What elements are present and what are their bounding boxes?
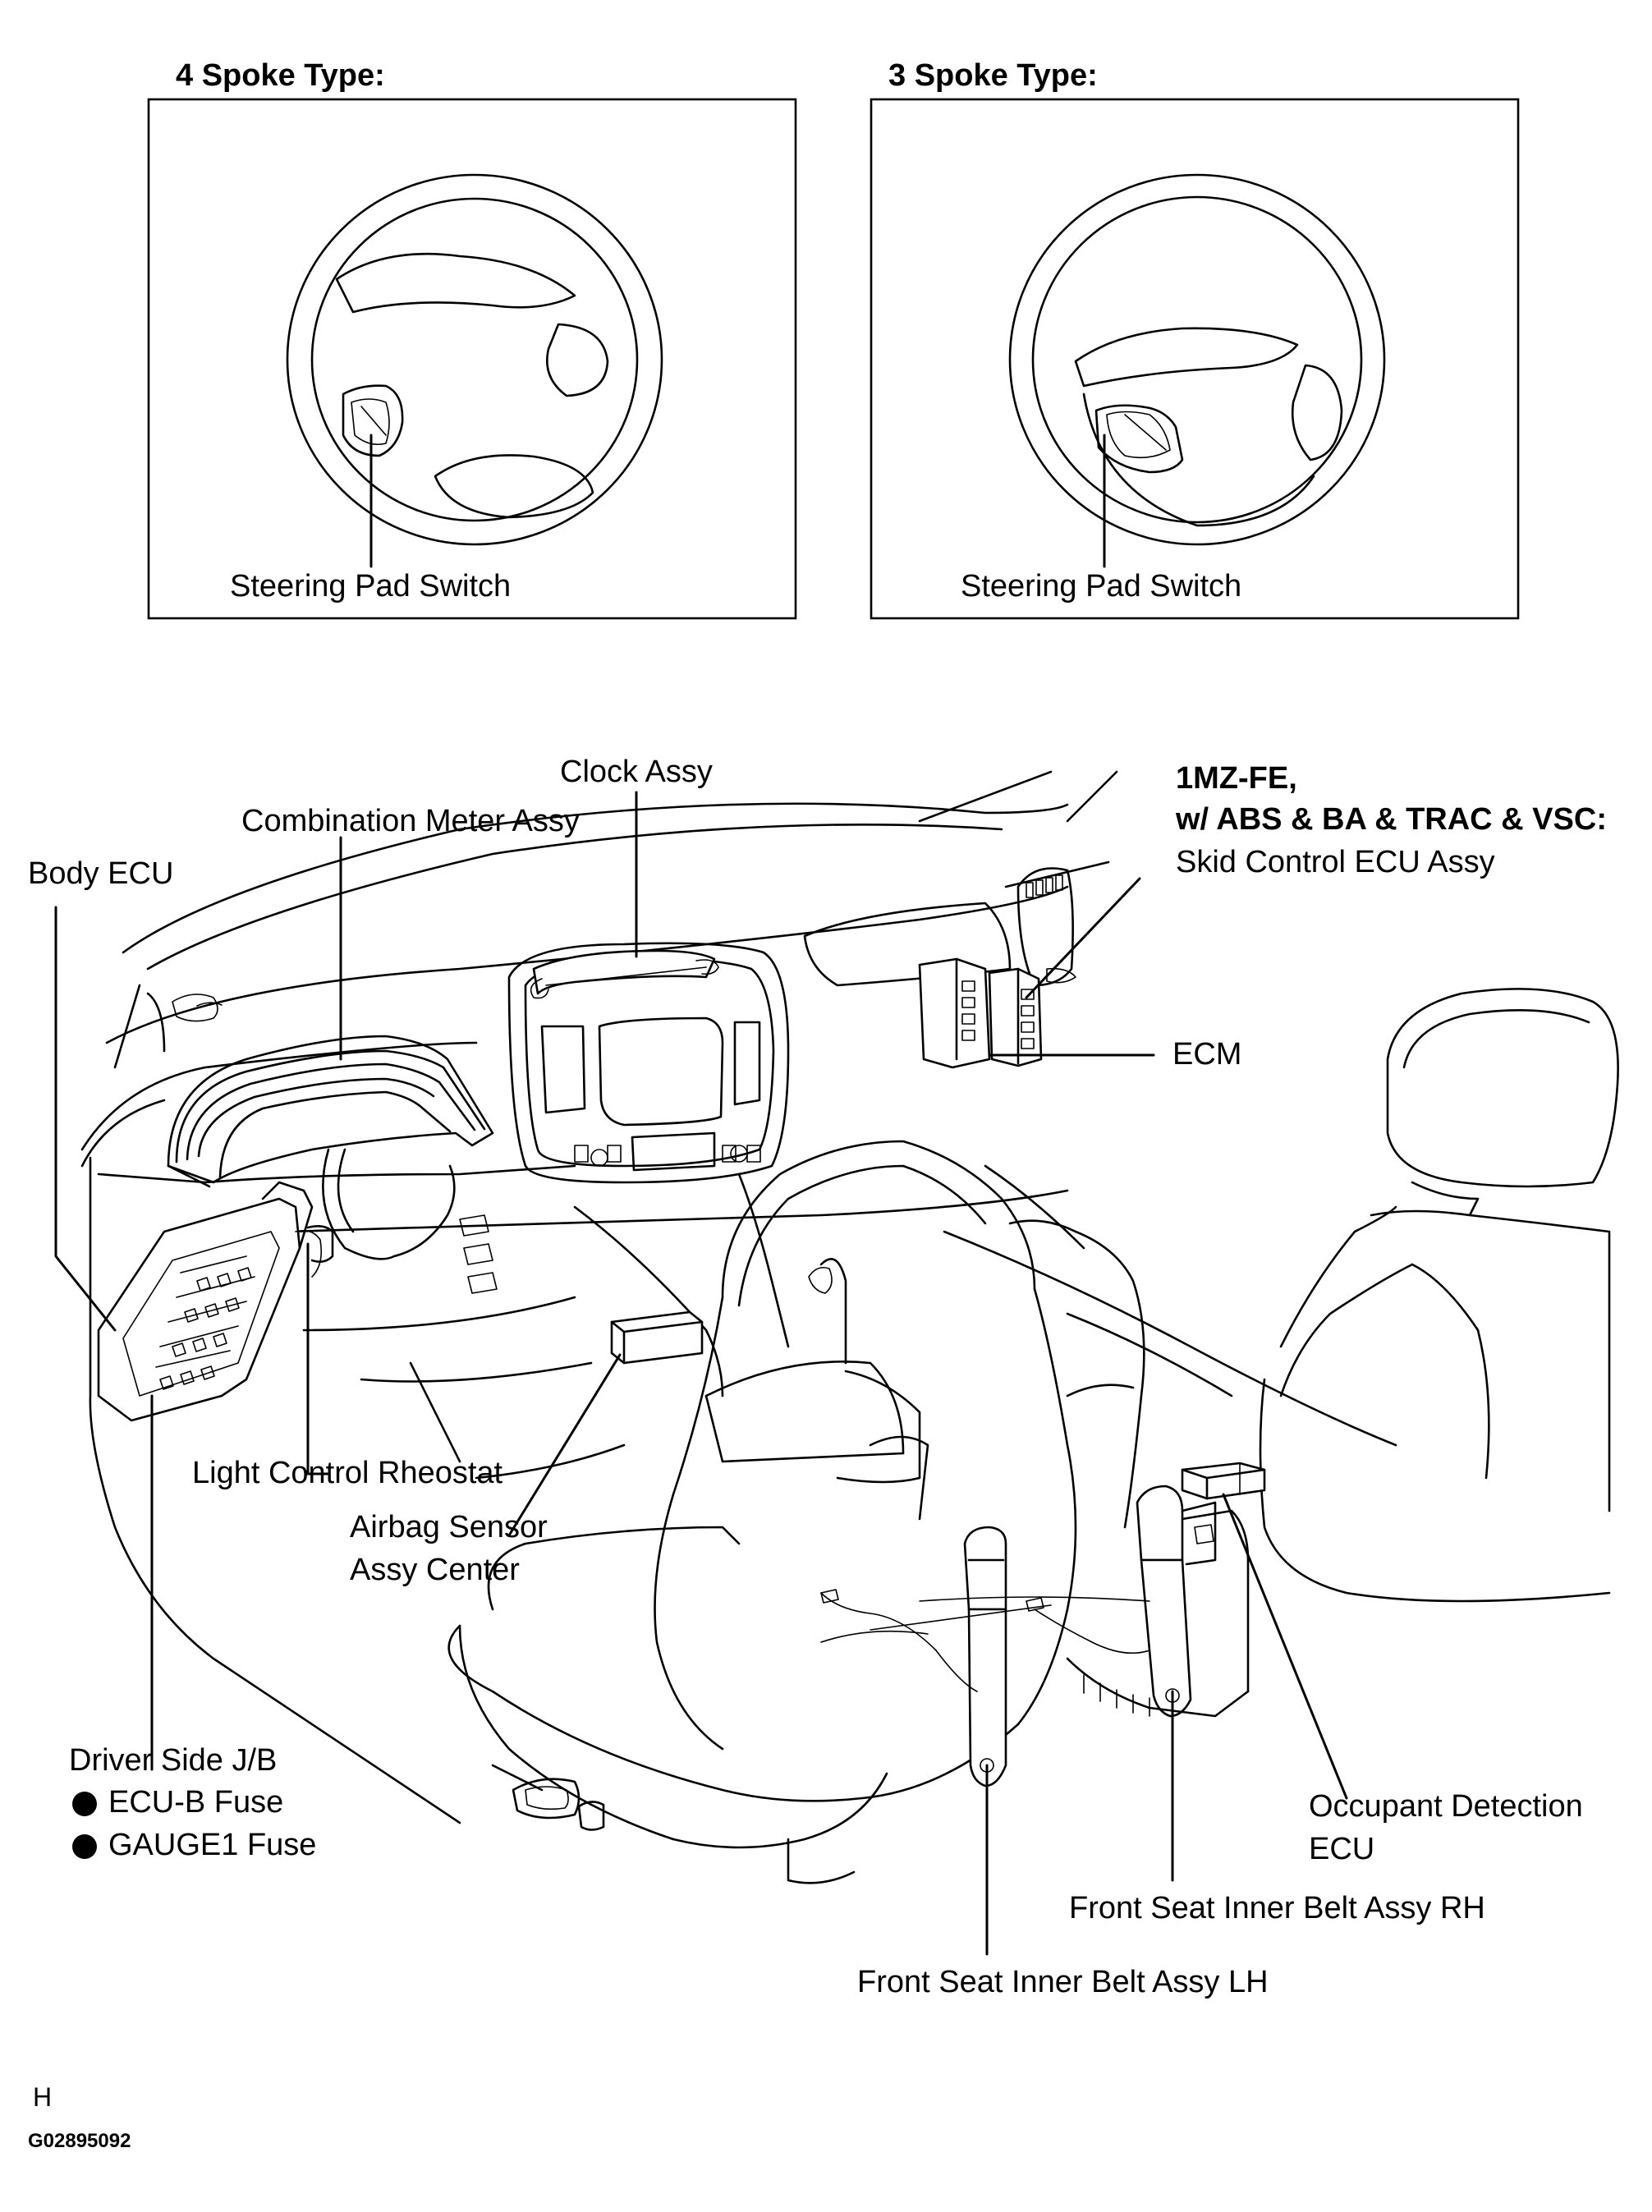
inset-title-3-spoke: 3 Spoke Type: bbox=[888, 58, 1098, 93]
inset-title-4-spoke: 4 Spoke Type: bbox=[176, 58, 385, 93]
inset-frame-4-spoke bbox=[147, 98, 797, 620]
label-front-seat-belt-rh: Front Seat Inner Belt Assy RH bbox=[1069, 1891, 1485, 1925]
label-body-ecu: Body ECU bbox=[28, 856, 174, 891]
inset-frame-3-spoke bbox=[870, 98, 1520, 620]
label-airbag-sensor-line2: Assy Center bbox=[350, 1553, 520, 1587]
callout-line-body-ecu bbox=[54, 906, 117, 1332]
callout-line-rheostat bbox=[306, 1242, 330, 1475]
bullet-gauge1 bbox=[72, 1834, 97, 1859]
label-gauge1-fuse: GAUGE1 Fuse bbox=[108, 1828, 317, 1862]
footer-letter: H bbox=[33, 2082, 53, 2112]
label-front-seat-belt-lh: Front Seat Inner Belt Assy LH bbox=[857, 1965, 1269, 1999]
bullet-ecu-b bbox=[72, 1792, 97, 1816]
label-clock-assy: Clock Assy bbox=[560, 755, 713, 789]
label-occupant-detection-line2: ECU bbox=[1309, 1832, 1375, 1866]
label-occupant-detection-line1: Occupant Detection bbox=[1309, 1789, 1583, 1824]
callout-steering-pad-switch-4: Steering Pad Switch bbox=[230, 569, 512, 603]
callout-steering-pad-switch-3: Steering Pad Switch bbox=[961, 569, 1242, 603]
steering-wheel-3-spoke bbox=[1008, 173, 1386, 546]
callout-line-occupant bbox=[1222, 1493, 1348, 1800]
label-ecu-b-fuse: ECU-B Fuse bbox=[108, 1785, 284, 1820]
label-airbag-sensor-line1: Airbag Sensor bbox=[350, 1510, 548, 1544]
dashboard-illustration bbox=[80, 770, 1619, 1884]
label-driver-side-jb: Driver Side J/B bbox=[69, 1743, 278, 1778]
callout-line-skid-control bbox=[1025, 877, 1141, 999]
steering-wheel-4-spoke bbox=[286, 173, 663, 546]
footer-code: G02895092 bbox=[28, 2130, 131, 2152]
label-combination-meter: Combination Meter Assy bbox=[241, 804, 580, 838]
label-skid-condition-line1: 1MZ-FE, bbox=[1176, 761, 1297, 796]
label-skid-condition-line2: w/ ABS & BA & TRAC & VSC: bbox=[1176, 802, 1607, 837]
label-light-control-rheostat: Light Control Rheostat bbox=[192, 1456, 503, 1490]
label-skid-control-ecu: Skid Control ECU Assy bbox=[1176, 845, 1495, 879]
label-ecm: ECM bbox=[1172, 1037, 1242, 1072]
callout-line-airbag bbox=[507, 1353, 622, 1537]
